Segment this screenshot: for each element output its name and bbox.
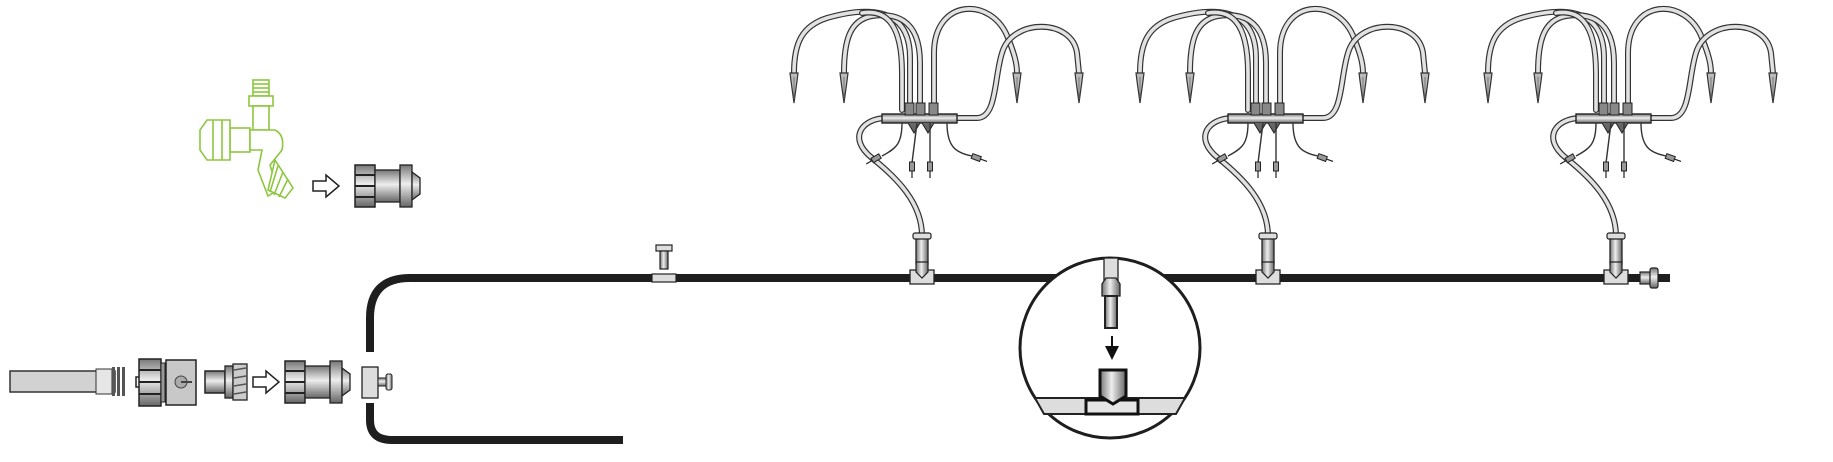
arrow-right-icon [252,370,280,394]
quick-connector [204,363,248,401]
pipe-valve [651,244,677,283]
main-pipe [366,274,1670,444]
garden-hose [9,367,125,396]
drip-emitter-group [1484,9,1777,284]
drip-emitter-group [790,9,1083,284]
detail-magnifier [1018,256,1202,440]
arrow-down-icon [1105,346,1119,360]
drip-emitter-group [1136,9,1429,284]
pipe-tee-inlet [361,366,393,399]
garden-tap-icon [199,79,294,199]
arrow-right-icon [312,174,340,198]
end-cap [1639,267,1659,289]
hose-connector [138,358,197,407]
pipe-connector [354,164,421,208]
pipe-connector [284,360,351,404]
